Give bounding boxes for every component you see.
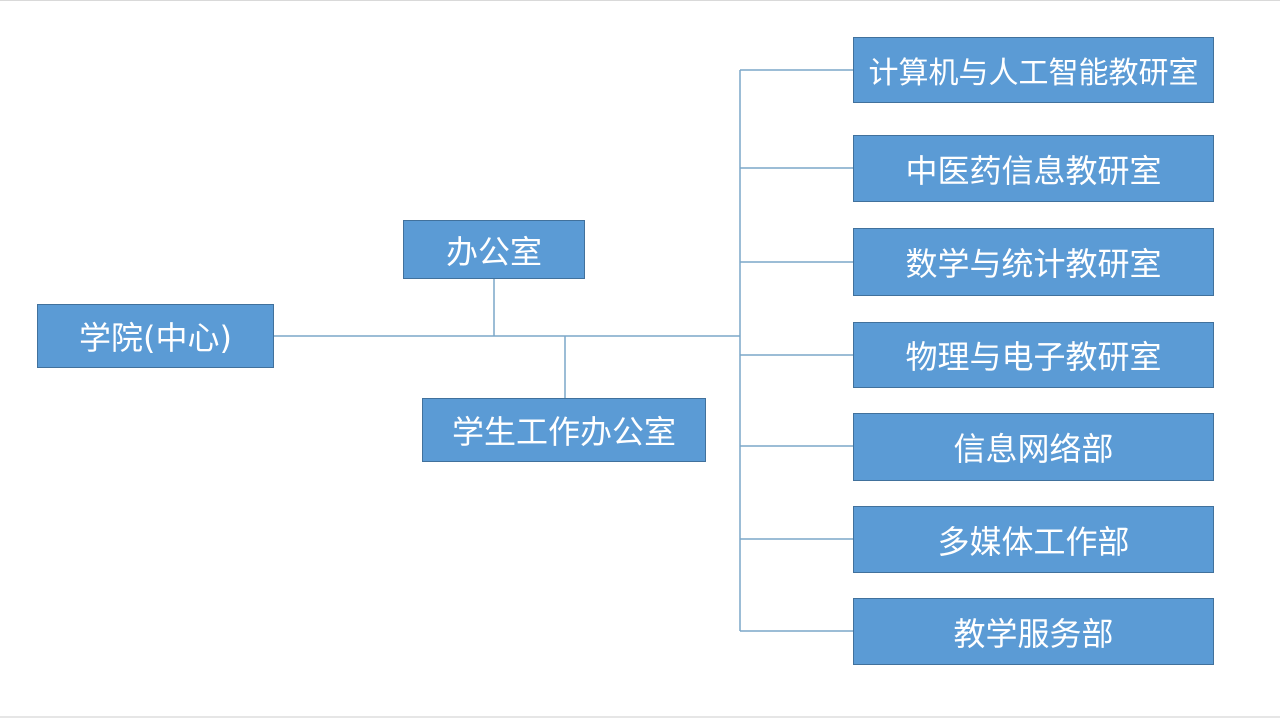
top-border: [0, 0, 1280, 1]
bottom-border: [0, 716, 1280, 718]
dept-math-stats-node: 数学与统计教研室: [853, 228, 1214, 296]
dept-info-network-node: 信息网络部: [853, 413, 1214, 481]
dept-multimedia-node: 多媒体工作部: [853, 506, 1214, 573]
dept-computer-ai-node: 计算机与人工智能教研室: [853, 37, 1214, 103]
root-node: 学院(中心): [37, 304, 274, 368]
dept-teaching-service-node: 教学服务部: [853, 598, 1214, 665]
office-node: 办公室: [403, 220, 585, 279]
dept-physics-electronics-node: 物理与电子教研室: [853, 322, 1214, 388]
student-affairs-office-node: 学生工作办公室: [422, 398, 706, 462]
dept-tcm-info-node: 中医药信息教研室: [853, 135, 1214, 202]
